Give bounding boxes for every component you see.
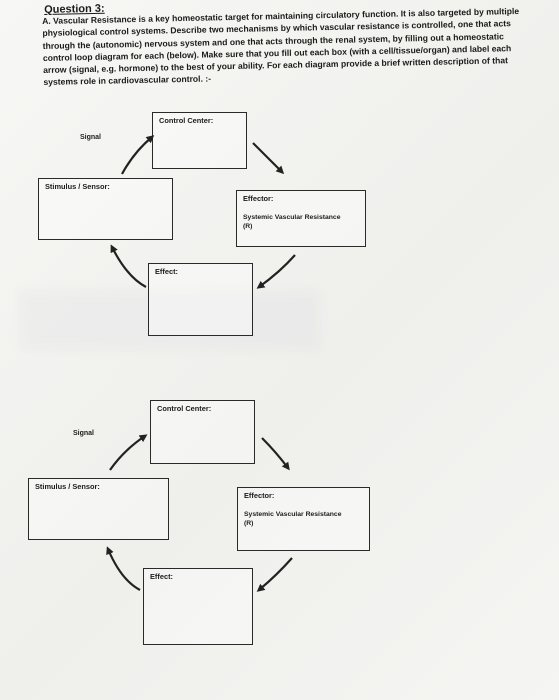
diagram1-arrow-sensor-to-control	[121, 135, 155, 175]
diagram1-effect-label: Effect:	[155, 267, 178, 276]
diagram2-signal-label: Signal	[73, 430, 95, 437]
diagram1-effector-detail-line1: Systemic Vascular Resistance	[243, 214, 341, 221]
diagram1-effector-detail-line2: (R)	[243, 223, 253, 230]
diagram2-arrow-effect-to-sensor	[106, 546, 141, 591]
diagram2-effect-label: Effect:	[150, 572, 173, 581]
diagram2-arrow-control-to-effector	[261, 437, 290, 471]
diagram2-control-center-box[interactable]: Control Center:	[150, 400, 255, 464]
diagram2-stimulus-sensor-label: Stimulus / Sensor:	[35, 482, 100, 491]
diagram2-arrow-effector-to-effect	[256, 557, 293, 592]
diagram2-effector-detail: Systemic Vascular Resistance (R)	[244, 510, 341, 528]
diagram2-effector-label: Effector:	[244, 491, 275, 500]
diagram1-effector-label: Effector:	[243, 194, 274, 203]
diagram1-effect-box[interactable]: Effect:	[148, 263, 253, 336]
diagram1-effector-box[interactable]: Effector: Systemic Vascular Resistance (…	[236, 190, 366, 247]
diagram2-control-center-label: Control Center:	[157, 404, 212, 413]
diagram1-control-center-box[interactable]: Control Center:	[152, 112, 247, 169]
diagram2-effector-box[interactable]: Effector: Systemic Vascular Resistance (…	[237, 487, 370, 551]
diagram2-effector-detail-line2: (R)	[244, 520, 254, 527]
diagram2-effector-detail-line1: Systemic Vascular Resistance	[244, 511, 342, 518]
diagram1-arrow-effector-to-effect	[256, 254, 296, 289]
diagram1-signal-label: Signal	[80, 134, 102, 141]
diagram2-effect-box[interactable]: Effect:	[143, 568, 253, 645]
diagram1-stimulus-sensor-box[interactable]: Stimulus / Sensor:	[38, 178, 173, 240]
faded-smudge	[20, 290, 320, 350]
diagram1-arrow-control-to-effector	[252, 142, 285, 175]
diagram1-effector-detail: Systemic Vascular Resistance (R)	[243, 213, 340, 231]
diagram1-control-center-label: Control Center:	[159, 116, 214, 125]
diagram1-arrow-effect-to-sensor	[110, 244, 147, 288]
diagram1-stimulus-sensor-label: Stimulus / Sensor:	[45, 182, 110, 191]
diagram2-arrow-sensor-to-control	[109, 434, 148, 471]
diagram2-stimulus-sensor-box[interactable]: Stimulus / Sensor:	[28, 478, 169, 540]
